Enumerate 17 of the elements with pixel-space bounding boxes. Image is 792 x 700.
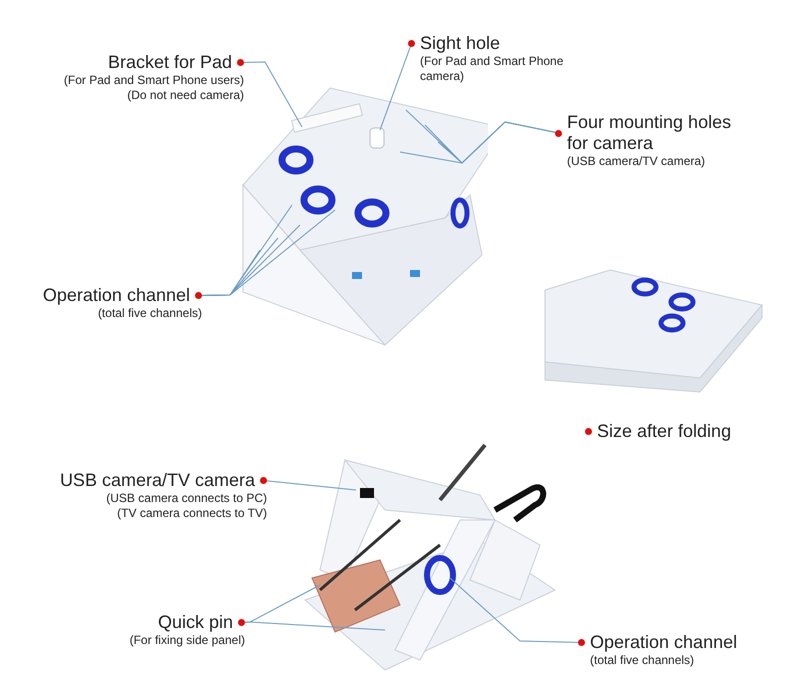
callout-title: Bracket for Pad	[108, 52, 232, 73]
callout-label: Size after folding	[597, 421, 732, 442]
callout-note: (Do not need camera)	[126, 88, 244, 103]
callout-note: (USB camera/TV camera)	[567, 154, 706, 169]
callout-title: USB camera/TV camera	[60, 470, 255, 491]
callout-note: (total five channels)	[590, 653, 696, 668]
callout-note: (TV camera connects to TV)	[116, 506, 267, 521]
callout-note: (For Pad and Smart Phone camera)	[420, 54, 564, 84]
callout-note: (For Pad and Smart Phone users)	[62, 73, 244, 88]
callout-note: (total five channels)	[96, 306, 202, 321]
callout-title: Operation channel	[42, 285, 190, 306]
callout-title: Four mounting holes for camera	[567, 112, 732, 154]
callout-title: Operation channel	[590, 632, 738, 653]
callout-title: Quick pin	[158, 612, 233, 633]
callout-note: (USB camera connects to PC)	[105, 491, 267, 506]
callout-title: Sight hole	[420, 33, 500, 54]
callout-note: (For fixing side panel)	[128, 633, 245, 648]
